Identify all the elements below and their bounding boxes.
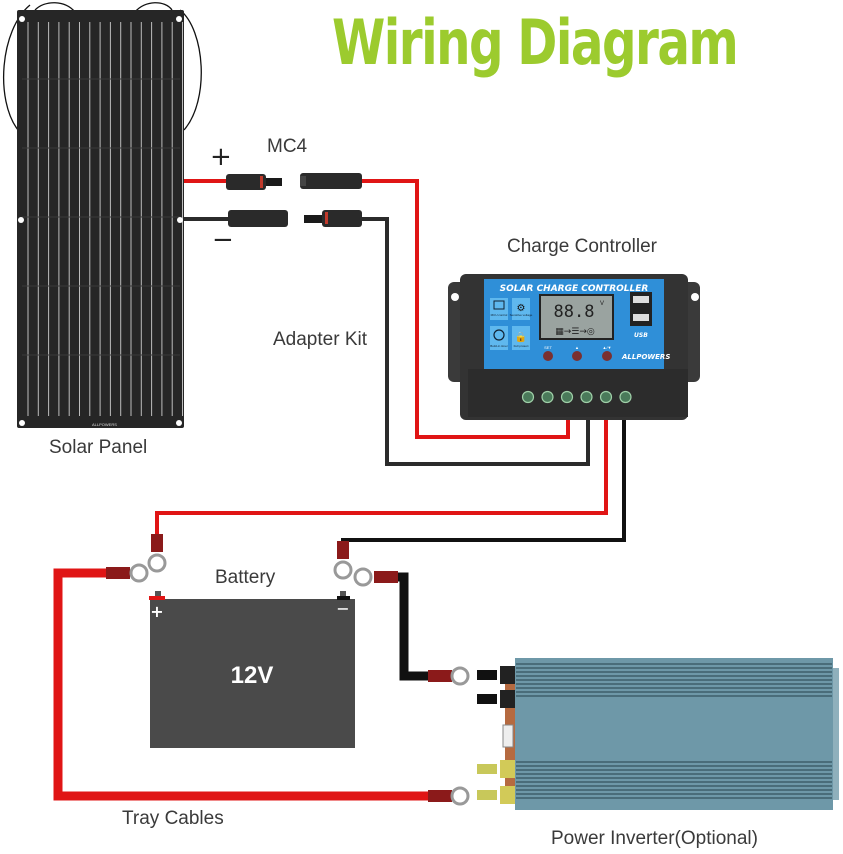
controller-buttons: SET ▲ ▲/▼ — [543, 345, 612, 361]
feature-voltage: Sensitive voltage — [510, 313, 533, 317]
charge-controller-label: Charge Controller — [507, 236, 657, 257]
tray-cable-negative — [398, 572, 430, 681]
mc4-label: MC4 — [267, 136, 308, 157]
controller-header: SOLAR CHARGE CONTROLLER — [500, 284, 649, 294]
battery-negative-sign: − — [336, 599, 349, 618]
charge-controller: SOLAR CHARGE CONTROLLER ⚙ 🔒 MCU control … — [448, 274, 700, 420]
controller-brand: ALLPOWERS — [621, 353, 670, 361]
svg-text:🔒: 🔒 — [515, 331, 527, 343]
feature-protect: Full protect — [514, 344, 529, 348]
terminal-screw — [599, 390, 613, 404]
positive-sign: + — [210, 142, 232, 172]
lcd-display — [539, 294, 614, 340]
button-set[interactable] — [543, 351, 553, 361]
power-inverter — [477, 658, 839, 810]
tray-cable-positive — [53, 568, 430, 801]
mc4-female-positive — [300, 173, 362, 189]
terminal-screw — [521, 390, 535, 404]
terminal-screw — [541, 390, 554, 404]
terminal-screw — [619, 390, 632, 404]
svg-text:⚙: ⚙ — [517, 303, 526, 314]
negative-sign: − — [212, 225, 234, 255]
feature-timer: Build-in timer — [490, 344, 508, 348]
terminal-block — [521, 390, 632, 404]
solar-panel-label: Solar Panel — [49, 437, 148, 458]
panel-brand-logo: ALLPOWERS — [92, 422, 117, 427]
lcd-unit: V — [600, 301, 604, 307]
solar-panel: ALLPOWERS — [3, 2, 202, 428]
lcd-reading: 88.8 — [554, 302, 595, 322]
wire-pv-positive — [360, 179, 570, 439]
ring-terminals — [106, 534, 470, 806]
power-inverter-label: Power Inverter(Optional) — [551, 828, 758, 849]
mc4-female-negative — [228, 210, 288, 227]
lcd-flow-icons: ▦→☰→◎ — [555, 327, 595, 337]
wires — [53, 179, 626, 801]
inverter-fuse — [502, 724, 514, 748]
mc4-connectors — [226, 173, 362, 227]
wire-pv-negative — [362, 217, 590, 466]
adapter-kit-label: Adapter Kit — [273, 329, 367, 350]
wire-battery-positive — [155, 417, 608, 537]
battery-label: Battery — [215, 567, 276, 588]
button-up[interactable] — [572, 351, 582, 361]
diagram-title: Wiring Diagram — [332, 6, 739, 79]
battery-positive-sign: + — [150, 602, 163, 621]
tray-cables-label: Tray Cables — [122, 808, 224, 829]
button-up-down[interactable] — [602, 351, 612, 361]
usb-label: USB — [634, 332, 648, 339]
terminal-screw — [560, 390, 574, 404]
button-up-label: ▲ — [575, 345, 579, 350]
button-set-label: SET — [544, 345, 552, 350]
mc4-male-negative — [304, 210, 362, 227]
mc4-male-positive — [226, 174, 282, 190]
feature-mcu: MCU control — [491, 313, 508, 317]
battery-voltage: 12V — [231, 662, 274, 689]
battery: + − 12V — [149, 591, 355, 748]
panel-cable-loop-right — [179, 9, 202, 131]
button-up-down-label: ▲/▼ — [602, 345, 611, 350]
terminal-screw — [580, 390, 593, 404]
